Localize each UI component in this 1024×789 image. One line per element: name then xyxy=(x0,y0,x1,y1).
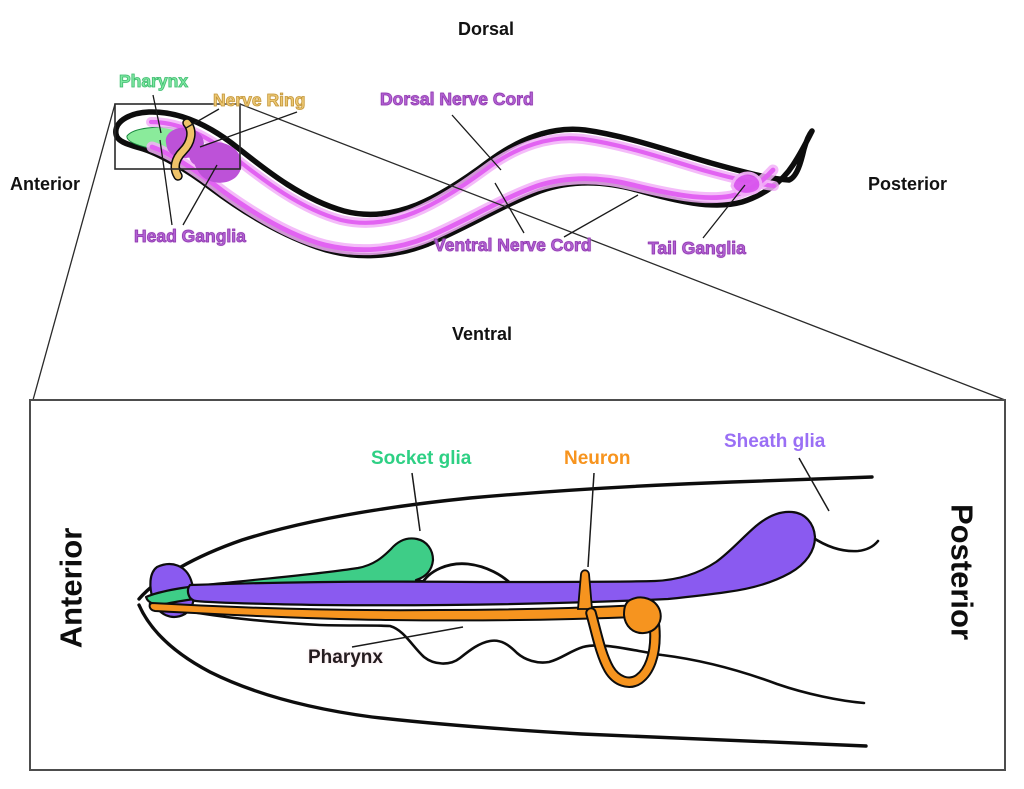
dorsal-nerve-cord-leader xyxy=(451,114,502,171)
sheath-glia-label: Sheath glia xyxy=(724,431,826,452)
anterior-label: Anterior xyxy=(10,174,81,194)
inset-pharynx-outline xyxy=(148,602,866,705)
inset-posterior-label: Posterior xyxy=(944,503,980,641)
inset-pharynx-leader xyxy=(351,626,464,648)
inset-figure xyxy=(29,399,1006,771)
ventral-nerve-cord-label: Ventral Nerve Cord xyxy=(434,235,592,255)
head-ganglia-shape-3 xyxy=(189,144,211,166)
tail-ganglia-label: Tail Ganglia xyxy=(648,238,747,258)
tail-ganglia-leader xyxy=(702,184,746,239)
leader-lines-top xyxy=(152,94,746,239)
inset-pharynx-label: Pharynx xyxy=(308,647,383,668)
zoom-construction-line-right xyxy=(239,103,1006,401)
socket-glia-label: Socket glia xyxy=(371,448,472,469)
nerve-ring-leader-2 xyxy=(199,111,298,148)
inset-pharynx-bulb-top xyxy=(419,562,515,588)
dorsal-nerve-cord-label: Dorsal Nerve Cord xyxy=(380,89,534,109)
head-ganglia-leader-2 xyxy=(182,164,218,226)
nerve-ring-label: Nerve Ring xyxy=(213,90,306,110)
neuron-label: Neuron xyxy=(564,448,631,469)
socket-glia-leader xyxy=(411,472,421,532)
dorsal-label: Dorsal xyxy=(458,19,515,39)
inset-dorsal-outline xyxy=(137,475,874,601)
pharynx-leader xyxy=(152,94,162,134)
pharynx-label: Pharynx xyxy=(119,71,189,91)
inset-anterior-label: Anterior xyxy=(53,527,89,649)
ventral-label: Ventral xyxy=(452,324,513,344)
tail-ganglia-shape xyxy=(730,171,763,196)
sheath-glia-shape xyxy=(186,510,817,607)
worm-figure xyxy=(32,94,1006,401)
zoom-construction-line-left xyxy=(32,103,116,401)
inset-interior-line-right xyxy=(810,535,880,553)
neuron-leader xyxy=(587,472,595,568)
head-zoom-rectangle xyxy=(114,103,241,170)
neuron-cell-body-shape xyxy=(622,596,662,635)
posterior-label: Posterior xyxy=(868,174,948,194)
neuron-stem-shape xyxy=(577,569,593,610)
inset-ventral-outline xyxy=(137,603,868,748)
head-ganglia-leader-1 xyxy=(159,139,173,226)
ventral-nerve-cord-leader-2 xyxy=(563,194,639,238)
sheath-glia-leader xyxy=(798,457,830,512)
leader-lines-inset xyxy=(351,457,830,648)
ventral-nerve-cord-core xyxy=(149,144,776,253)
ventral-nerve-cord-leader-1 xyxy=(494,182,525,234)
head-ganglia-label: Head Ganglia xyxy=(134,226,247,246)
nerve-ring-leader-1 xyxy=(185,108,220,129)
